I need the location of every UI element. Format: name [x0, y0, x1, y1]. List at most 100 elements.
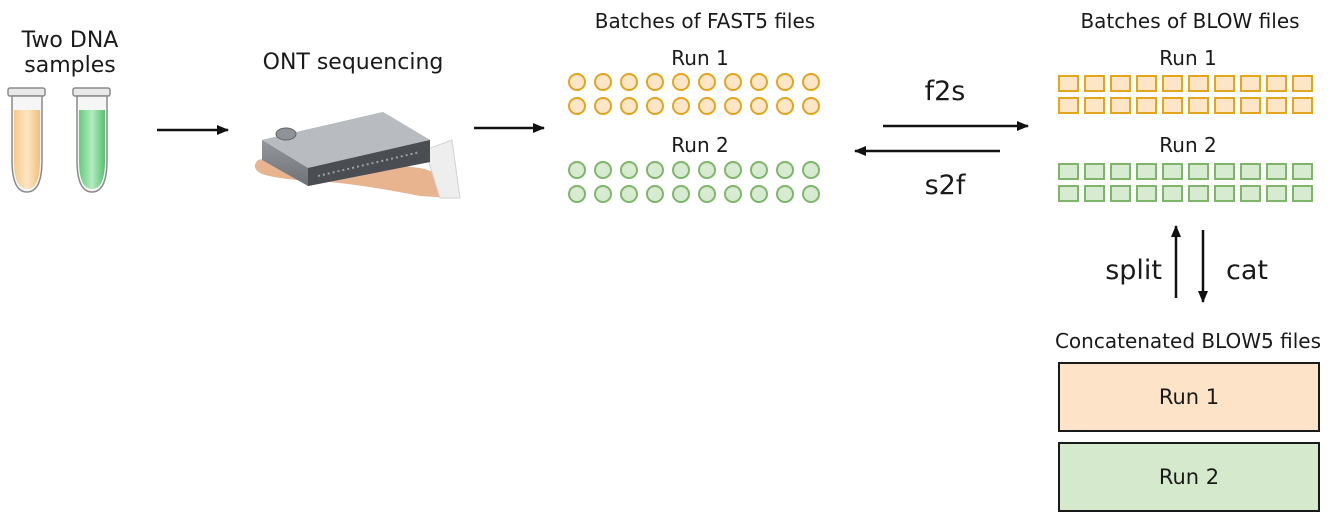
fast5-file-icon	[594, 185, 612, 203]
fast5-run2-label: Run 2	[671, 133, 729, 157]
blow-run1-grid	[1058, 75, 1313, 114]
fast5-file-icon	[672, 185, 690, 203]
concat-run2-label: Run 2	[1158, 465, 1220, 489]
fast5-file-icon	[776, 185, 794, 203]
blow-run1-label: Run 1	[1159, 46, 1217, 70]
blow-file-icon	[1188, 185, 1209, 202]
blow-file-icon	[1188, 163, 1209, 180]
fast5-file-icon	[620, 73, 638, 91]
fast5-file-icon	[724, 73, 742, 91]
blow-file-icon	[1110, 163, 1131, 180]
blow-file-icon	[1240, 97, 1261, 114]
sample-tube-orange-icon	[7, 87, 46, 193]
fast5-file-icon	[698, 161, 716, 179]
blow-file-icon	[1240, 75, 1261, 92]
blow-file-icon	[1058, 163, 1079, 180]
blow-file-icon	[1162, 75, 1183, 92]
blow-file-icon	[1266, 75, 1287, 92]
fast5-file-icon	[568, 97, 586, 115]
blow-file-icon	[1162, 97, 1183, 114]
blow-file-icon	[1084, 163, 1105, 180]
fast5-file-icon	[776, 73, 794, 91]
fast5-file-icon	[750, 97, 768, 115]
blow-file-icon	[1240, 185, 1261, 202]
blow-file-icon	[1162, 185, 1183, 202]
blow-file-icon	[1214, 185, 1235, 202]
fast5-file-icon	[620, 185, 638, 203]
fast5-file-icon	[802, 73, 820, 91]
blow-run2-grid	[1058, 163, 1313, 202]
blow-file-icon	[1188, 75, 1209, 92]
fast5-file-icon	[646, 73, 664, 91]
concat-title: Concatenated BLOW5 files	[1054, 329, 1322, 353]
fast5-run1-grid	[568, 73, 820, 115]
fast5-file-icon	[698, 73, 716, 91]
fast5-file-icon	[750, 73, 768, 91]
blow-file-icon	[1084, 97, 1105, 114]
blow-file-icon	[1214, 75, 1235, 92]
fast5-file-icon	[802, 97, 820, 115]
fast5-file-icon	[646, 97, 664, 115]
fast5-file-icon	[646, 161, 664, 179]
blow-file-icon	[1292, 97, 1313, 114]
ont-sequencer-icon	[254, 112, 461, 199]
s2f-label: s2f	[924, 170, 966, 201]
blow-file-icon	[1162, 163, 1183, 180]
fast5-file-icon	[620, 97, 638, 115]
samples-label-line1: Two DNA	[21, 28, 119, 53]
blow-file-icon	[1266, 97, 1287, 114]
blow-file-icon	[1136, 185, 1157, 202]
fast5-file-icon	[594, 161, 612, 179]
blow-file-icon	[1136, 97, 1157, 114]
fast5-file-icon	[750, 185, 768, 203]
blow-file-icon	[1058, 97, 1079, 114]
blow-file-icon	[1266, 185, 1287, 202]
blow-file-icon	[1058, 185, 1079, 202]
fast5-file-icon	[698, 97, 716, 115]
fast5-run2-grid	[568, 161, 820, 203]
blow-file-icon	[1084, 75, 1105, 92]
blow-run2-label: Run 2	[1159, 133, 1217, 157]
fast5-run1-label: Run 1	[671, 46, 729, 70]
sequencing-label: ONT sequencing	[262, 50, 444, 75]
fast5-file-icon	[802, 161, 820, 179]
concat-run1-label: Run 1	[1158, 385, 1220, 409]
fast5-file-icon	[620, 161, 638, 179]
blow-file-icon	[1292, 75, 1313, 92]
blow-file-icon	[1110, 97, 1131, 114]
fast5-file-icon	[802, 185, 820, 203]
fast5-file-icon	[776, 161, 794, 179]
fast5-file-icon	[776, 97, 794, 115]
fast5-file-icon	[594, 73, 612, 91]
blow-file-icon	[1110, 185, 1131, 202]
fast5-file-icon	[568, 161, 586, 179]
fast5-file-icon	[672, 73, 690, 91]
split-label: split	[1105, 255, 1162, 286]
fast5-file-icon	[672, 97, 690, 115]
fast5-file-icon	[672, 161, 690, 179]
blow-title: Batches of BLOW files	[1080, 9, 1300, 33]
fast5-title: Batches of FAST5 files	[594, 9, 816, 33]
fast5-file-icon	[646, 185, 664, 203]
cat-label: cat	[1226, 255, 1268, 286]
f2s-label: f2s	[924, 76, 966, 107]
blow-file-icon	[1240, 163, 1261, 180]
blow-file-icon	[1266, 163, 1287, 180]
blow-file-icon	[1136, 75, 1157, 92]
blow-file-icon	[1214, 97, 1235, 114]
fast5-file-icon	[568, 73, 586, 91]
sample-tube-green-icon	[72, 87, 111, 193]
fast5-file-icon	[698, 185, 716, 203]
concat-run1-box: Run 1	[1058, 362, 1320, 432]
fast5-file-icon	[724, 97, 742, 115]
blow-file-icon	[1188, 97, 1209, 114]
blow-file-icon	[1084, 185, 1105, 202]
blow-file-icon	[1292, 163, 1313, 180]
fast5-file-icon	[724, 185, 742, 203]
fast5-file-icon	[568, 185, 586, 203]
concat-run2-box: Run 2	[1058, 442, 1320, 512]
blow-file-icon	[1110, 75, 1131, 92]
samples-label-line2: samples	[24, 53, 116, 78]
blow-file-icon	[1136, 163, 1157, 180]
